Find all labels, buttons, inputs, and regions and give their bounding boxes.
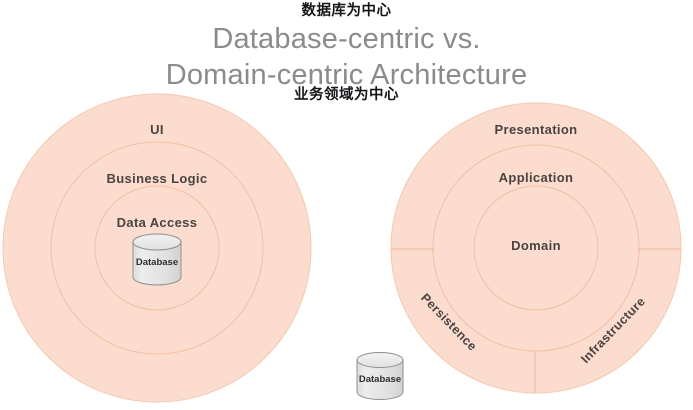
- left-diagram-database-centric: UI Business Logic Data Access Database: [2, 93, 312, 403]
- right-ring-domain[interactable]: [473, 185, 599, 311]
- cylinder-top: [132, 233, 182, 251]
- left-ring-label-data-access: Data Access: [117, 215, 198, 230]
- right-ring-label-application: Application: [499, 170, 574, 185]
- left-ring-label-ui: UI: [150, 122, 164, 137]
- right-ring-label-domain: Domain: [511, 238, 561, 253]
- cylinder-top: [356, 352, 404, 368]
- right-database-label: Database: [359, 374, 401, 385]
- cylinder-body: [132, 241, 182, 286]
- left-ring-label-business-logic: Business Logic: [107, 171, 208, 186]
- right-database-cylinder[interactable]: Database: [356, 352, 404, 400]
- cylinder-body: [356, 359, 404, 400]
- right-sector-dividers: [391, 248, 681, 393]
- right-diagram-domain-centric: Presentation Application Domain Persiste…: [356, 102, 682, 400]
- left-database-cylinder[interactable]: Database: [132, 233, 182, 286]
- left-database-label: Database: [136, 257, 178, 268]
- right-ring-label-presentation: Presentation: [495, 122, 578, 137]
